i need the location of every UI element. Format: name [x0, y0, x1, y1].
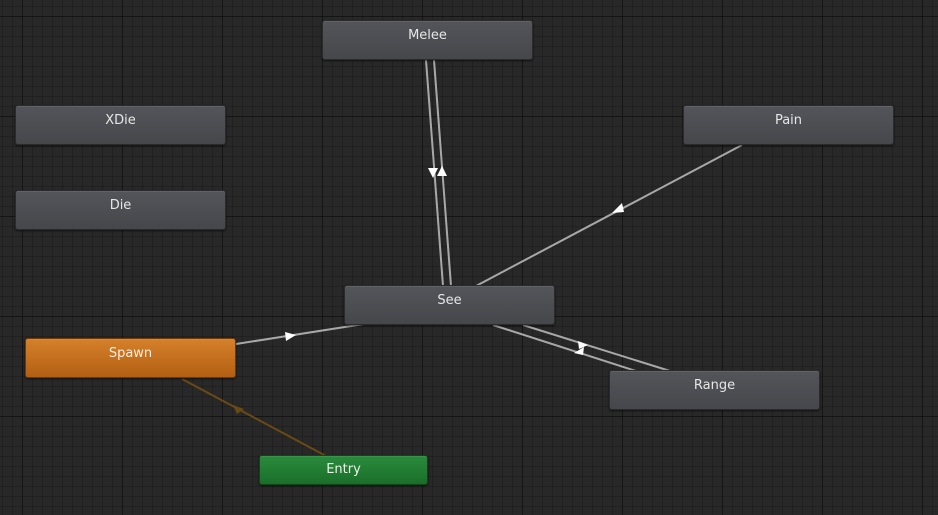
transition-see-to-range[interactable]: [492, 324, 637, 372]
arrow-down-icon: [428, 168, 438, 178]
state-label: Entry: [326, 462, 361, 477]
state-label: Spawn: [108, 346, 153, 361]
state-node-pain[interactable]: Pain: [683, 105, 894, 145]
arrow-icon: [612, 203, 624, 213]
arrow-right-icon: [285, 332, 296, 341]
state-node-entry[interactable]: Entry: [259, 455, 428, 485]
arrow-icon: [233, 405, 244, 414]
transition-pain-to-see[interactable]: [475, 144, 743, 287]
state-node-spawn-default[interactable]: Spawn: [25, 338, 236, 378]
state-node-range[interactable]: Range: [609, 370, 820, 410]
arrow-icon: [578, 341, 588, 349]
state-label: See: [437, 293, 462, 308]
transition-range-to-see[interactable]: [522, 324, 671, 372]
state-node-xdie[interactable]: XDie: [15, 105, 226, 145]
state-node-die[interactable]: Die: [15, 190, 226, 230]
state-label: XDie: [105, 113, 136, 128]
transition-spawn-to-see[interactable]: [235, 323, 365, 345]
arrow-up-icon: [437, 166, 447, 176]
state-label: Range: [693, 378, 736, 393]
state-node-see[interactable]: See: [344, 285, 555, 325]
state-label: Pain: [774, 113, 803, 128]
arrow-icon: [574, 347, 584, 355]
state-label: Melee: [408, 28, 447, 43]
state-label: Die: [109, 198, 132, 213]
transition-entry-to-spawn[interactable]: [181, 378, 327, 457]
state-node-melee[interactable]: Melee: [322, 20, 533, 60]
